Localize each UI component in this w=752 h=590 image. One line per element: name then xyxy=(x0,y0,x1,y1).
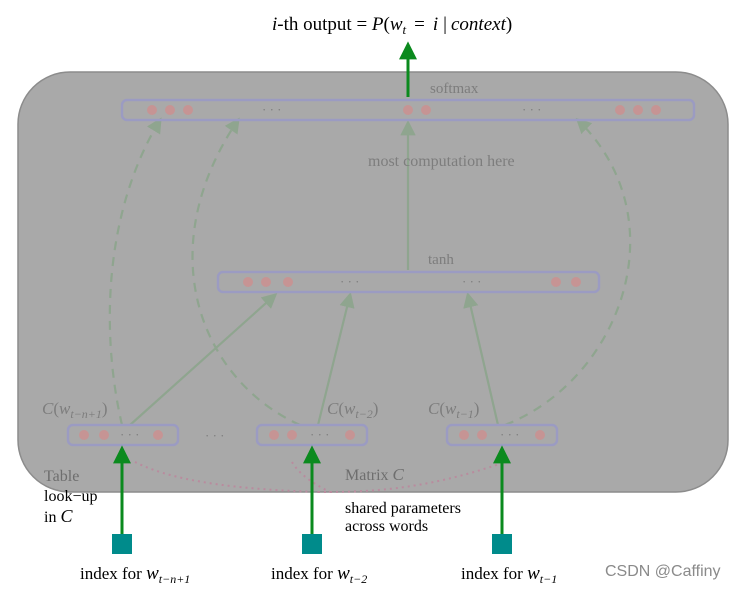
in-c-label: in C xyxy=(44,506,73,526)
node xyxy=(183,105,193,115)
softmax-ellipsis-right: · · · xyxy=(522,102,542,117)
node xyxy=(147,105,157,115)
computation-label: most computation here xyxy=(368,153,515,170)
arrow-emb1-to-tanh xyxy=(129,292,278,426)
shared-params-label-1: shared parameters xyxy=(345,500,461,517)
arrow-emb2-to-tanh xyxy=(316,292,355,426)
softmax-layer-box xyxy=(120,98,696,122)
node xyxy=(551,277,561,287)
node xyxy=(79,430,89,440)
embedding-label-3: C(wt−1) xyxy=(428,399,479,421)
between-embeddings-ellipsis: · · · xyxy=(205,428,225,443)
node xyxy=(287,430,297,440)
embedding-box-1 xyxy=(66,423,180,447)
node xyxy=(243,277,253,287)
index-square-1 xyxy=(112,534,132,554)
embedding-box-2 xyxy=(255,423,369,447)
shared-param-link-left xyxy=(134,461,319,493)
shared-param-link-center xyxy=(291,461,331,493)
watermark-text: CSDN @Caffiny xyxy=(605,563,721,580)
input-label-1: index for wt−n+1 xyxy=(80,563,190,586)
node xyxy=(345,430,355,440)
softmax-nodes xyxy=(147,105,661,115)
node xyxy=(633,105,643,115)
node xyxy=(535,430,545,440)
tanh-layer-box xyxy=(216,270,601,294)
direct-connection-left-outer xyxy=(108,117,162,426)
lookup-label: look−up xyxy=(44,488,97,505)
softmax-label: softmax xyxy=(430,81,479,97)
embedding-label-2: C(wt−2) xyxy=(327,399,378,421)
matrix-label: Matrix C xyxy=(345,465,405,484)
embedding-ellipsis-2: · · · xyxy=(310,427,330,442)
arrow-emb3-to-tanh xyxy=(463,291,500,426)
node xyxy=(403,105,413,115)
input-label-2: index for wt−2 xyxy=(271,563,367,586)
softmax-ellipsis-left: · · · xyxy=(262,102,282,117)
network-panel xyxy=(17,71,729,493)
index-square-3 xyxy=(492,534,512,554)
output-title: i-th output = P(wt=i|context) xyxy=(272,14,512,37)
node xyxy=(261,277,271,287)
index-square-2 xyxy=(302,534,322,554)
node xyxy=(153,430,163,440)
node xyxy=(651,105,661,115)
tanh-label: tanh xyxy=(428,252,454,268)
embedding-box-3 xyxy=(445,423,559,447)
embedding-label-1: C(wt−n+1) xyxy=(42,399,108,421)
shared-params-label-2: across words xyxy=(345,518,428,535)
embedding-ellipsis-3: · · · xyxy=(500,427,520,442)
node xyxy=(283,277,293,287)
node xyxy=(477,430,487,440)
node xyxy=(421,105,431,115)
node xyxy=(615,105,625,115)
node xyxy=(165,105,175,115)
tanh-nodes xyxy=(243,277,581,287)
tanh-ellipsis-right: · · · xyxy=(462,274,482,289)
embedding-ellipsis-1: · · · xyxy=(120,427,140,442)
node xyxy=(459,430,469,440)
direct-connection-right xyxy=(504,117,632,427)
table-label: Table xyxy=(44,468,79,485)
node xyxy=(571,277,581,287)
tanh-ellipsis-left: · · · xyxy=(340,274,360,289)
node xyxy=(99,430,109,440)
node xyxy=(269,430,279,440)
direct-connection-left-inner xyxy=(191,117,301,427)
input-label-3: index for wt−1 xyxy=(461,563,557,586)
